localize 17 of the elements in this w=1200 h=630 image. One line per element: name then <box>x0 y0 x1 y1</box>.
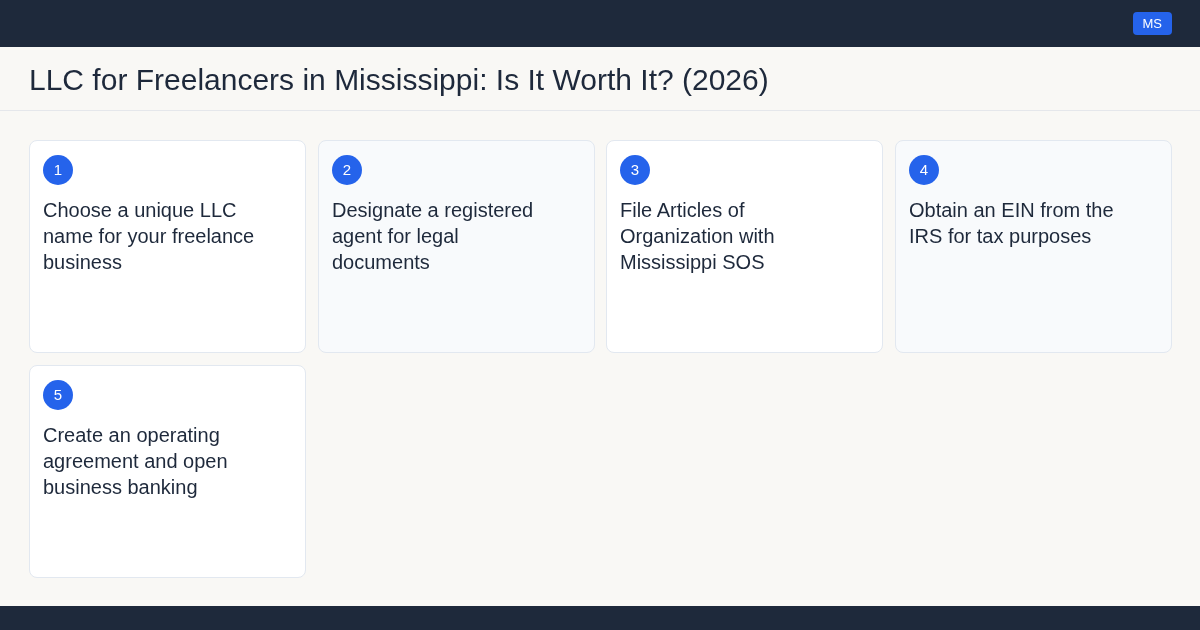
step-number: 1 <box>43 155 73 185</box>
step-card <box>895 140 1172 353</box>
step-number: 3 <box>620 155 650 185</box>
step-number: 2 <box>332 155 362 185</box>
step-text: Choose a unique LLC name for your freelance business <box>43 198 256 275</box>
step-number: 4 <box>909 155 939 185</box>
page-title: LLC for Freelancers in Mississippi: Is It Worth It? (2026) <box>29 62 769 98</box>
step-card <box>29 365 306 578</box>
step-number: 5 <box>43 380 73 410</box>
step-text: Designate a registered agent for legal documents <box>332 198 535 275</box>
step-card <box>318 140 595 353</box>
step-text: Obtain an EIN from the IRS for tax purposes <box>909 198 1115 249</box>
step-text: Create an operating agreement and open business banking <box>43 423 229 500</box>
step-card <box>29 140 306 353</box>
state-code-badge: MS <box>1132 12 1172 35</box>
step-text: File Articles of Organization with Mississippi SOS <box>620 198 776 275</box>
step-card <box>606 140 883 353</box>
